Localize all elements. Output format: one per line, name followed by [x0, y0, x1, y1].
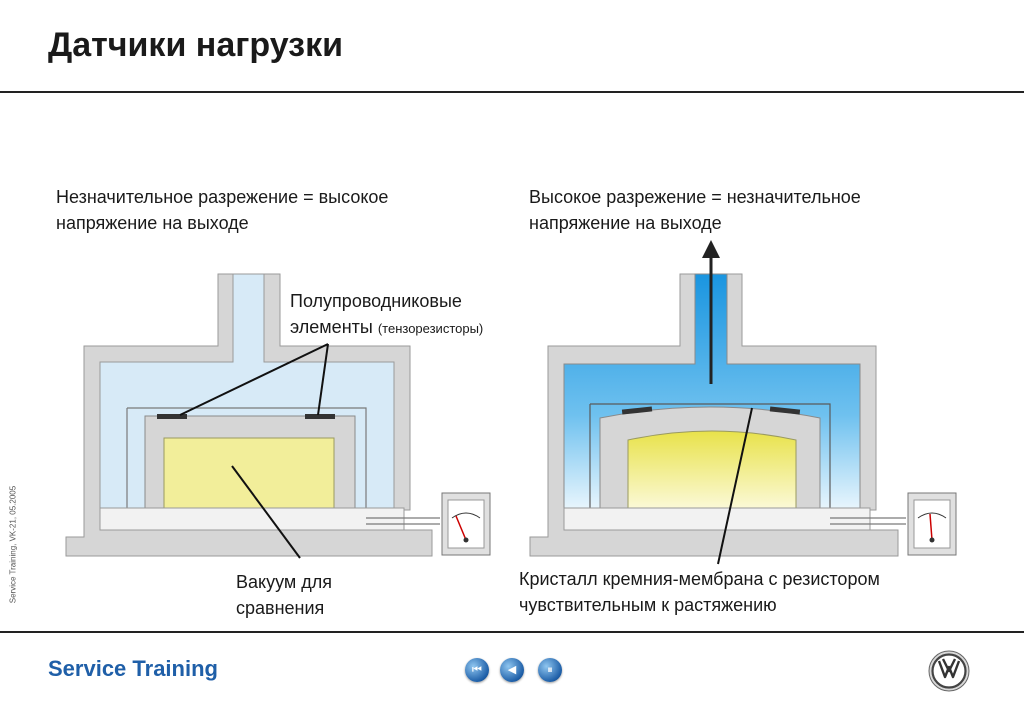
- right-caption-line2: напряжение на выходе: [529, 213, 722, 233]
- right-strain-gauge-1: [621, 406, 653, 415]
- left-caption-line1: Незначительное разрежение = высокое: [56, 187, 389, 207]
- right-caption: Высокое разрежение = незначительное напр…: [529, 184, 861, 236]
- right-voltmeter-icon: [907, 492, 957, 556]
- back-icon: ◀: [507, 663, 517, 676]
- high-vacuum-sensor: [529, 240, 957, 565]
- header-divider: [0, 91, 1024, 93]
- right-reference-chamber: [627, 430, 797, 509]
- semiconductor-label-line1: Полупроводниковые: [290, 291, 462, 311]
- vacuum-label-line2: сравнения: [236, 598, 325, 618]
- left-caption-line2: напряжение на выходе: [56, 213, 249, 233]
- semiconductor-label-line2: элементы: [290, 317, 373, 337]
- left-base-plate: [99, 507, 405, 531]
- crystal-label-line2: чувствительным к растяжению: [519, 595, 777, 615]
- pause-button[interactable]: ⏸: [538, 658, 562, 682]
- right-caption-line1: Высокое разрежение = незначительное: [529, 187, 861, 207]
- first-slide-button[interactable]: ⏮: [465, 658, 489, 682]
- right-strain-gauge-2: [769, 406, 801, 415]
- left-strain-gauge-1: [157, 414, 187, 419]
- pause-icon: ⏸: [547, 663, 553, 676]
- suction-arrow-icon: [702, 240, 720, 384]
- crystal-label-line1: Кристалл кремния-мембрана с резистором: [519, 569, 880, 589]
- left-reference-chamber: [163, 437, 335, 509]
- left-caption: Незначительное разрежение = высокое напр…: [56, 184, 388, 236]
- vw-logo-icon: [928, 650, 970, 692]
- previous-slide-button[interactable]: ◀: [500, 658, 524, 682]
- low-vacuum-sensor: [65, 273, 491, 559]
- strain-gauge-note: (тензорезисторы): [377, 321, 484, 336]
- semiconductor-label: Полупроводниковые элементы (тензорезисто…: [290, 288, 483, 342]
- footer-divider: [0, 631, 1024, 633]
- left-voltmeter-icon: [441, 492, 491, 556]
- vacuum-label-line1: Вакуум для: [236, 572, 333, 592]
- crystal-label: Кристалл кремния-мембрана с резистором ч…: [519, 566, 880, 618]
- slide-title: Датчики нагрузки: [48, 26, 343, 64]
- first-icon: ⏮: [472, 663, 482, 676]
- service-training-brand: Service Training: [48, 656, 218, 681]
- right-base-plate: [563, 507, 871, 531]
- vacuum-label: Вакуум для сравнения: [236, 569, 332, 621]
- left-strain-gauge-2: [305, 414, 335, 419]
